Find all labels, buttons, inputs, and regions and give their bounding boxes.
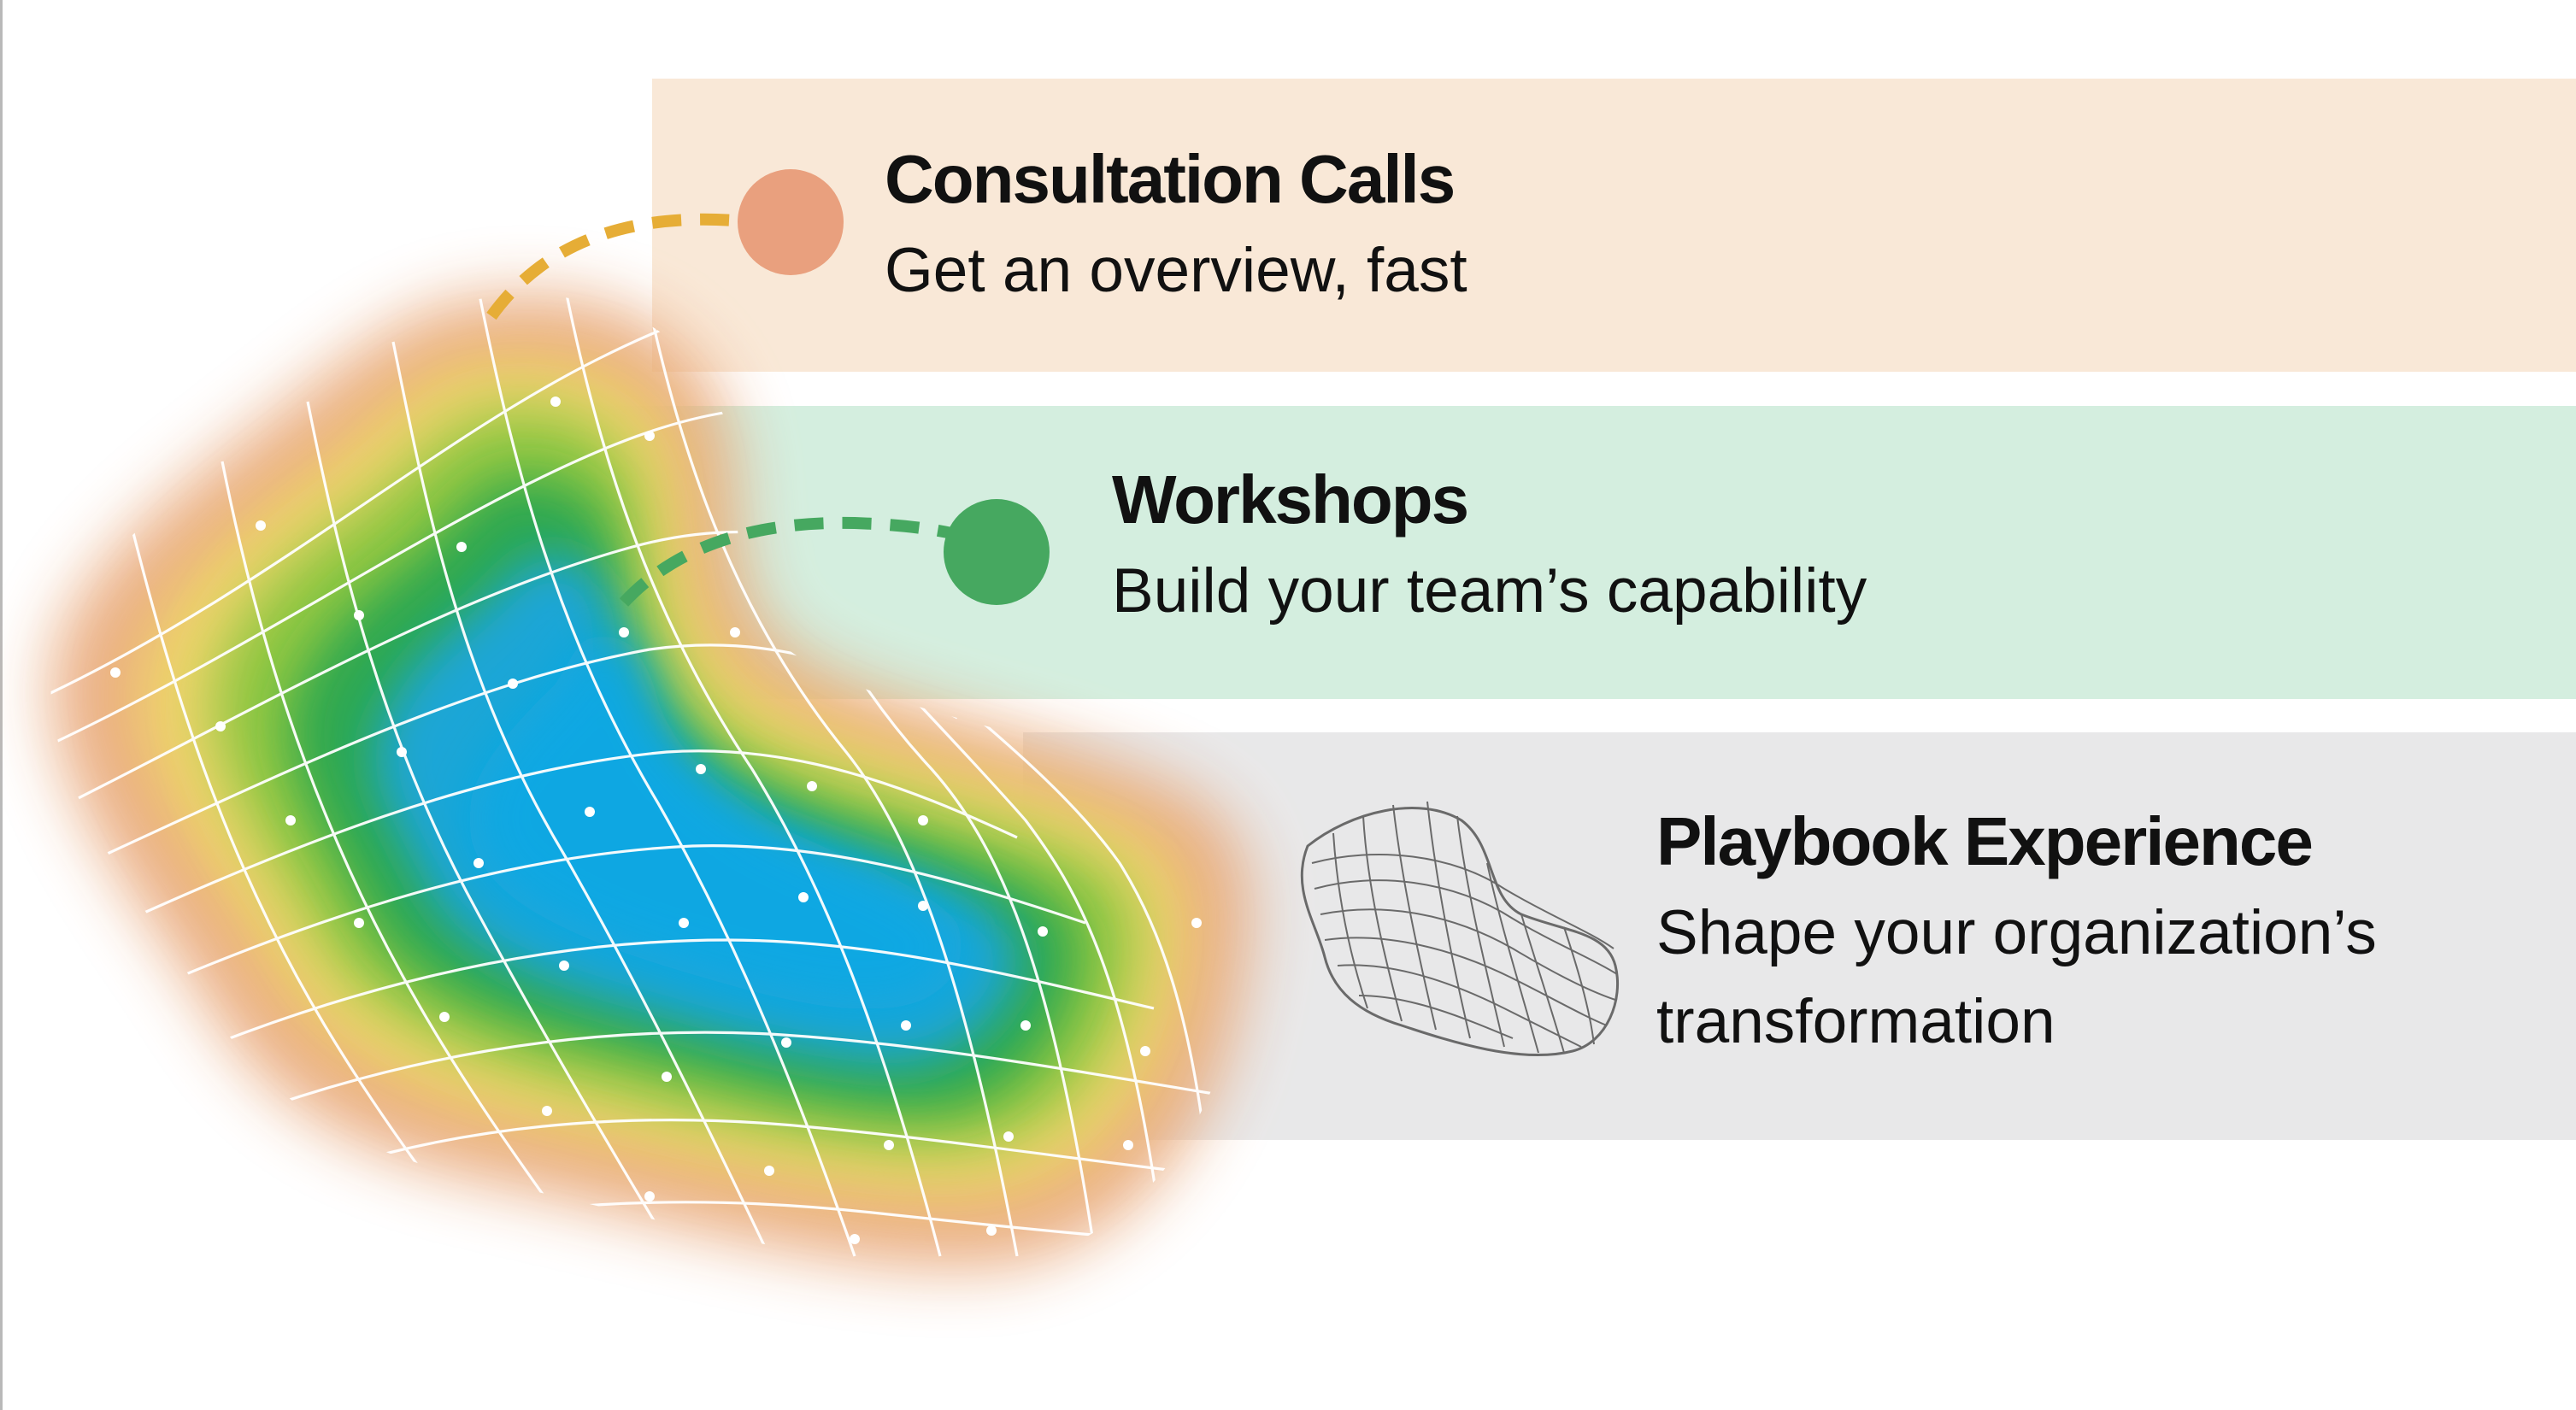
workshops-connector-line: [619, 516, 967, 607]
workshops-band: [544, 406, 2576, 699]
consultation-calls-title: Consultation Calls: [885, 141, 1456, 217]
playbook-experience-title: Playbook Experience: [1656, 803, 2314, 879]
consultation-calls-band: [652, 79, 2576, 372]
blob-mesh-lines: [50, 295, 1250, 1257]
left-edge-rule: [0, 0, 3, 1410]
workshops-subtitle: Build your team’s capability: [1112, 556, 1867, 626]
wireframe-blob-icon: [1300, 801, 1620, 1057]
blob-mesh-nodes: [110, 397, 1202, 1244]
blob-color-layers: [50, 295, 1250, 1268]
workshops-title: Workshops: [1112, 461, 1469, 538]
green-dot-icon: [944, 499, 1050, 605]
playbook-experience-band: [1023, 732, 2576, 1140]
consultation-calls-subtitle: Get an overview, fast: [885, 236, 1467, 305]
playbook-experience-subtitle: Shape your organization’s transformation: [1656, 898, 2377, 1056]
orange-dot-icon: [738, 169, 844, 275]
